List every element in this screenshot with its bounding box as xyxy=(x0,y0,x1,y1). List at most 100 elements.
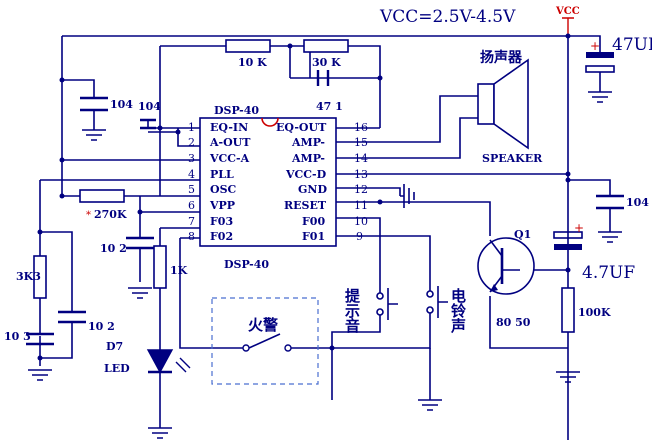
pin-num-6: 6 xyxy=(188,199,195,212)
ground-47uf xyxy=(588,91,612,103)
r3k3-label: 3K3 xyxy=(16,270,41,283)
speaker-cn-label: 扬声器 xyxy=(480,49,523,66)
resistor-30k xyxy=(303,39,349,53)
q1-label: Q1 xyxy=(514,228,531,241)
r10k-label: 10 K xyxy=(238,56,267,69)
c102-mid-label: 10 2 xyxy=(100,242,127,255)
vcc-terminal xyxy=(562,17,574,36)
pin-num-12: 12 xyxy=(354,183,368,196)
supply-voltage-title: VCC=2.5V-4.5V xyxy=(379,7,516,27)
c47uf-label: 47UF xyxy=(612,35,652,55)
led-label: LED xyxy=(104,362,130,375)
capacitor-104-eq xyxy=(140,118,156,130)
resistor-3k3 xyxy=(33,255,47,299)
capacitor-102-mid xyxy=(126,236,154,250)
dsp-40-chip xyxy=(199,117,337,247)
c102-left-label: 10 2 xyxy=(88,320,115,333)
pin-num-11: 11 xyxy=(354,199,368,212)
chip-name-top: DSP-40 xyxy=(214,104,259,117)
pin-num-10: 10 xyxy=(354,215,368,228)
resistor-270k xyxy=(79,189,125,203)
r30k-label: 30 K xyxy=(312,56,341,69)
pin-name-15: AMP- xyxy=(291,136,325,149)
ground-left-104 xyxy=(82,129,106,141)
pin-name-4: PLL xyxy=(210,168,234,181)
pin-num-14: 14 xyxy=(354,152,368,165)
resistor-10k xyxy=(225,39,271,53)
pin-num-7: 7 xyxy=(188,215,195,228)
d7-label: D7 xyxy=(106,340,123,353)
left-pin-column: 1 EQ-IN 2 A-OUT 3 VCC-A 4 PLL 5 OSC 6 VP… xyxy=(188,121,251,243)
fire-alarm-switch[interactable] xyxy=(242,333,292,352)
r270k-label: 270K xyxy=(94,208,127,221)
plus-icon: + xyxy=(590,39,600,53)
prompt-tone-label: 提示音 xyxy=(343,288,361,334)
r100k-label: 100K xyxy=(578,306,611,319)
pin-name-13: VCC-D xyxy=(285,168,327,181)
speaker-icon xyxy=(477,58,529,150)
pin-name-10: F00 xyxy=(302,215,325,228)
pin-num-13: 13 xyxy=(354,168,368,181)
pin-num-9: 9 xyxy=(356,230,363,243)
c471-label: 47 1 xyxy=(316,100,343,113)
pin-name-16: EQ-OUT xyxy=(276,121,327,134)
ground-pin12 xyxy=(400,184,415,208)
chip-name-bottom: DSP-40 xyxy=(224,258,269,271)
pin-num-8: 8 xyxy=(188,230,195,243)
ground-c102-mid xyxy=(128,287,152,299)
pin-name-7: F03 xyxy=(210,215,233,228)
r1k-label: 1K xyxy=(170,264,188,277)
pin-name-12: GND xyxy=(298,183,327,196)
capacitor-4-7uf: + xyxy=(553,221,584,250)
pin-num-3: 3 xyxy=(188,152,195,165)
pin-name-14: AMP- xyxy=(291,152,325,165)
fire-alarm-box xyxy=(211,297,319,385)
pin-name-5: OSC xyxy=(210,183,237,196)
q1-type-label: 80 50 xyxy=(496,316,531,329)
pin-num-16: 16 xyxy=(354,121,368,134)
ground-left-network xyxy=(28,369,52,381)
pin-num-15: 15 xyxy=(354,136,368,149)
ground-led xyxy=(148,427,172,439)
pin-name-11: RESET xyxy=(284,199,327,212)
plus-icon-2: + xyxy=(574,221,584,235)
ground-buttons xyxy=(418,399,442,411)
ground-100k xyxy=(556,371,580,383)
c4-7uf-label: 4.7UF xyxy=(582,263,635,283)
c104-left-label: 104 xyxy=(110,98,133,111)
pin-name-2: A-OUT xyxy=(209,136,251,149)
capacitor-104-left xyxy=(80,96,108,112)
capacitor-103 xyxy=(26,332,54,346)
capacitor-104-right xyxy=(596,194,624,210)
pin-name-1: EQ-IN xyxy=(210,121,248,134)
capacitor-47uf: + xyxy=(585,39,615,73)
c103-label: 10 3 xyxy=(4,330,31,343)
bell-tone-button[interactable] xyxy=(426,286,448,318)
ground-right-104 xyxy=(598,231,622,243)
bell-tone-label: 电铃声 xyxy=(449,287,467,334)
pin-name-9: F01 xyxy=(302,230,325,243)
transistor-q1 xyxy=(477,237,535,295)
capacitor-102-left xyxy=(58,310,86,324)
resistor-100k xyxy=(561,287,575,333)
resistor-1k xyxy=(153,245,167,289)
c104-right-label: 104 xyxy=(626,196,649,209)
pin-num-4: 4 xyxy=(188,168,195,181)
right-pin-column: EQ-OUT 16 AMP- 15 AMP- 14 VCC-D 13 GND 1… xyxy=(276,121,368,243)
capacitor-471 xyxy=(316,70,330,86)
pin-num-5: 5 xyxy=(188,183,195,196)
asterisk-icon: * xyxy=(86,210,91,221)
c104-eq-label: 104 xyxy=(138,100,161,113)
pin-name-3: VCC-A xyxy=(209,152,250,165)
chip-notch xyxy=(261,117,279,127)
vcc-label: VCC xyxy=(555,6,580,17)
prompt-tone-button[interactable] xyxy=(376,288,398,320)
pin-name-8: F02 xyxy=(210,230,233,243)
junction-dots xyxy=(37,33,571,361)
wires xyxy=(39,35,611,440)
pin-num-1: 1 xyxy=(188,121,195,134)
pin-num-2: 2 xyxy=(188,136,195,149)
pin-name-6: VPP xyxy=(209,199,235,212)
fire-alarm-label: 火警 xyxy=(248,316,278,334)
